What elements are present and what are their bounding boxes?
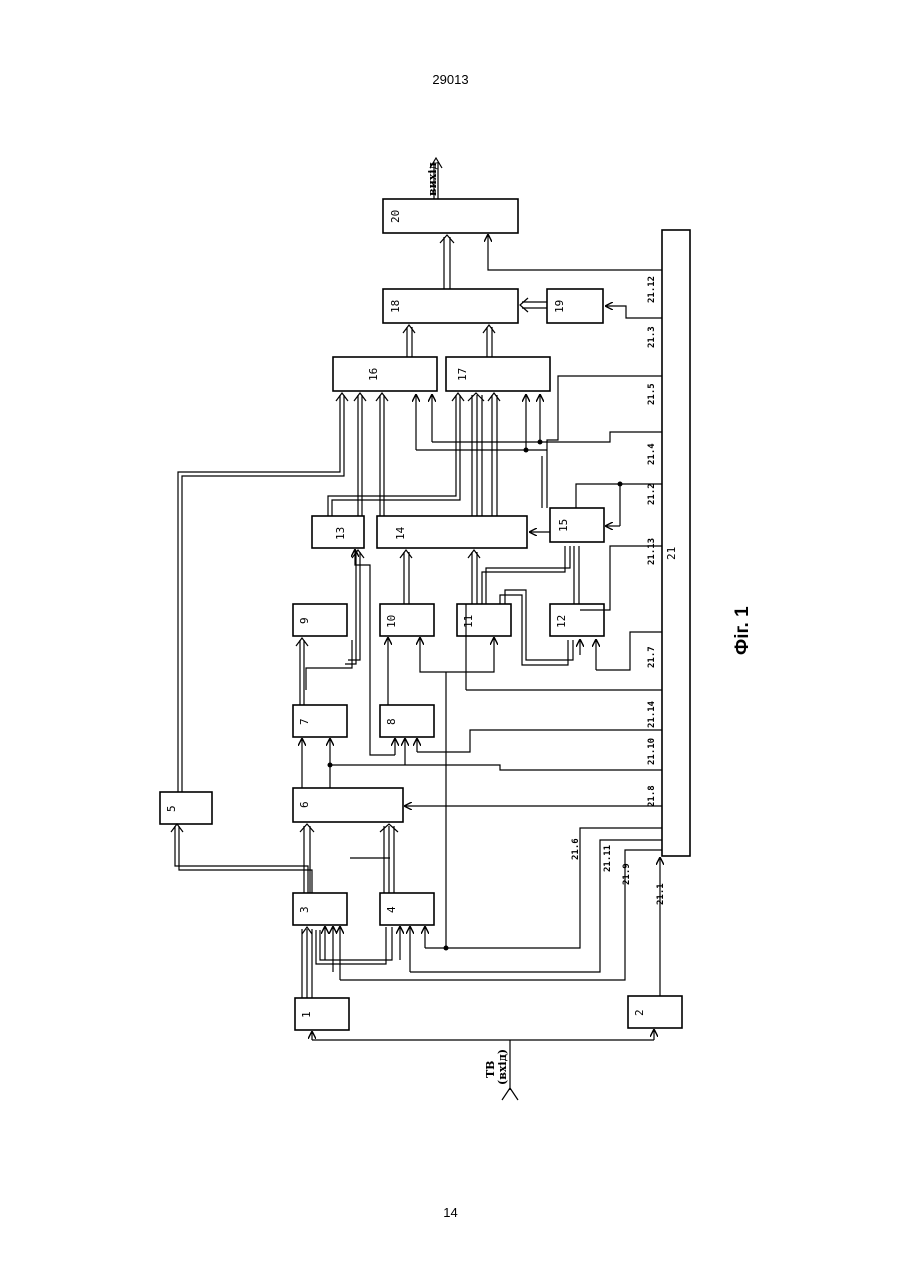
wire-to-11 xyxy=(446,638,494,672)
arrow-13-to-16 xyxy=(354,393,366,401)
block-label-1: 1 xyxy=(300,1011,313,1018)
arrow-14-to-16 xyxy=(376,393,388,401)
block-label-16: 16 xyxy=(367,368,380,381)
signal-label-21-7: 21.7 xyxy=(647,646,657,668)
signal-label-21-4: 21.4 xyxy=(647,443,657,465)
junction-e xyxy=(538,440,543,445)
block-label-12: 12 xyxy=(555,615,568,628)
signal-label-21-11: 21.11 xyxy=(603,845,613,872)
signal-label-21-8: 21.8 xyxy=(647,785,657,807)
bus-17-to-18 xyxy=(487,327,492,357)
block-label-10: 10 xyxy=(385,615,398,628)
block-21 xyxy=(662,230,690,856)
block-20 xyxy=(383,199,518,233)
arrow-16-to-18 xyxy=(403,325,415,333)
arrow-18-to-20 xyxy=(440,235,454,243)
bus-14-to-17a xyxy=(472,395,482,516)
output-label: вихід xyxy=(426,162,439,196)
arrow-10-to-14 xyxy=(400,550,412,558)
page-number: 14 xyxy=(0,1205,901,1220)
signal-label-21-2: 21.2 xyxy=(647,483,657,505)
block-label-5: 5 xyxy=(165,805,178,812)
signal-label-21-14: 21.14 xyxy=(647,700,657,728)
bus-14-to-17b xyxy=(492,395,497,516)
blocks-layer xyxy=(160,199,690,1030)
block-label-8: 8 xyxy=(385,718,398,725)
arrow-3-to-6 xyxy=(300,824,314,832)
signal-label-21-10: 21.10 xyxy=(647,738,657,765)
bus-16-to-18 xyxy=(407,327,412,357)
wire-21-5 xyxy=(547,376,662,450)
bus-14-to-16 xyxy=(380,395,384,516)
bus-3-to-5 xyxy=(175,826,312,893)
arrow-14-to-17b xyxy=(488,393,500,401)
bus-7-side xyxy=(306,640,352,690)
figure-caption: Фіг. 1 xyxy=(732,606,753,655)
block-label-2: 2 xyxy=(633,1009,646,1016)
wire-21-6 xyxy=(425,828,662,948)
bus-18-to-20 xyxy=(444,237,450,289)
bus-13-to-17 xyxy=(328,395,460,516)
bus-19-to-18 xyxy=(522,302,547,308)
block-label-15: 15 xyxy=(557,519,570,532)
signal-label-21-12: 21.12 xyxy=(647,276,657,303)
signal-label-21-5: 21.5 xyxy=(647,383,657,405)
block-label-11: 11 xyxy=(462,615,475,628)
block-label-6: 6 xyxy=(298,801,311,808)
arrow-11-to-14 xyxy=(468,550,480,558)
signal-label-21-13: 21.13 xyxy=(647,538,657,565)
block-label-19: 19 xyxy=(553,300,566,313)
wire-21-10 xyxy=(417,730,662,752)
block-label-14: 14 xyxy=(394,526,407,540)
block-label-21: 21 xyxy=(665,547,678,560)
arrow-13-to-17 xyxy=(452,393,464,401)
block-label-3: 3 xyxy=(298,906,311,913)
wire-21-12 xyxy=(488,235,662,270)
wire-21-10-branch xyxy=(330,765,662,770)
bus-1-to-3 xyxy=(302,929,312,998)
block-18 xyxy=(383,289,518,323)
bus-12-to-15 xyxy=(574,546,579,604)
arrow-17-to-18 xyxy=(483,325,495,333)
block-label-13: 13 xyxy=(334,527,347,540)
block-label-9: 9 xyxy=(298,617,311,624)
signal-label-21-3: 21.3 xyxy=(647,326,657,348)
block-label-17: 17 xyxy=(456,368,469,381)
signal-labels: 21.1 21.2 21.3 21.4 21.5 21.6 21.7 21.8 … xyxy=(571,276,666,905)
bus-13-to-16 xyxy=(358,395,362,516)
block-16 xyxy=(333,357,437,391)
block-label-18: 18 xyxy=(389,300,402,313)
junction-d xyxy=(524,448,529,453)
signal-label-21-9: 21.9 xyxy=(622,863,632,885)
arrow-9-to-13 xyxy=(352,550,364,558)
input-label-line-2: (вхід) xyxy=(496,1049,509,1085)
bus-10-to-14 xyxy=(404,552,409,604)
bus-4-to-6 xyxy=(384,826,394,893)
bus-11-to-14 xyxy=(472,552,477,604)
block-label-4: 4 xyxy=(385,906,398,913)
block-label-20: 20 xyxy=(389,210,402,223)
arrow-19-to-18 xyxy=(520,298,528,312)
bus-3-to-4 xyxy=(316,927,392,964)
arrow-3-to-5 xyxy=(171,824,183,832)
wire-to-10 xyxy=(420,638,446,672)
bus-3-to-6 xyxy=(304,826,310,893)
signal-label-21-1: 21.1 xyxy=(656,883,666,905)
arrow-5-to-16 xyxy=(336,393,348,401)
bus-7-to-9 xyxy=(300,640,304,705)
wire-21-11 xyxy=(410,840,662,972)
arrow-7-to-9 xyxy=(296,638,308,646)
wire-21-3 xyxy=(606,306,662,318)
block-label-7: 7 xyxy=(298,718,311,725)
